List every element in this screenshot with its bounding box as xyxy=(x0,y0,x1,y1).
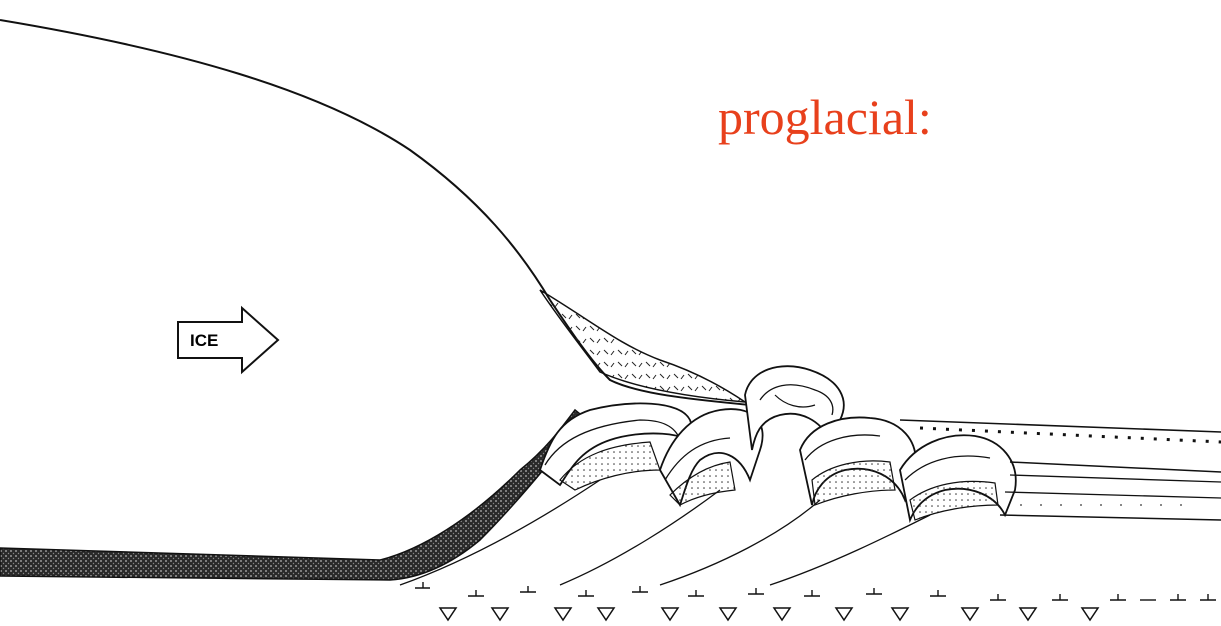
debris-wedge xyxy=(540,290,745,402)
decollement-ticks xyxy=(415,582,1216,600)
basal-till-symbols xyxy=(440,608,1098,620)
ice-flow-arrow: ICE xyxy=(178,308,278,372)
ice-surface-line xyxy=(0,20,750,405)
subglacial-sediment-layer xyxy=(0,410,585,580)
ice-label: ICE xyxy=(190,331,218,350)
